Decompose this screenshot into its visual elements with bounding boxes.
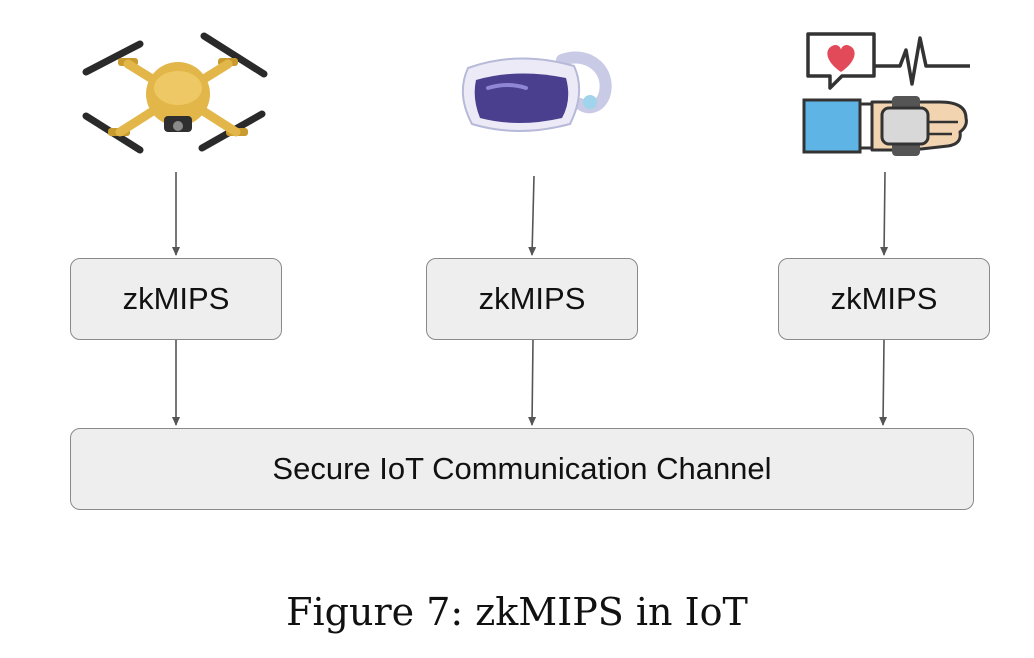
vr-headset-icon bbox=[461, 51, 612, 132]
zkmips-node-1: zkMIPS bbox=[70, 258, 282, 340]
secure-iot-channel: Secure IoT Communication Channel bbox=[70, 428, 974, 510]
arrow-headset-to-zkmips bbox=[528, 175, 537, 256]
health-smartwatch-icon bbox=[802, 32, 970, 156]
figure-caption: Figure 7: zkMIPS in IoT bbox=[286, 590, 748, 634]
arrow-zkmips-2-to-channel bbox=[528, 339, 537, 426]
drone-icon bbox=[82, 32, 268, 154]
arrow-zkmips-3-to-channel bbox=[879, 339, 888, 426]
arrow-watch-to-zkmips bbox=[880, 171, 889, 256]
zkmips-node-3: zkMIPS bbox=[778, 258, 990, 340]
zkmips-node-2: zkMIPS bbox=[426, 258, 638, 340]
